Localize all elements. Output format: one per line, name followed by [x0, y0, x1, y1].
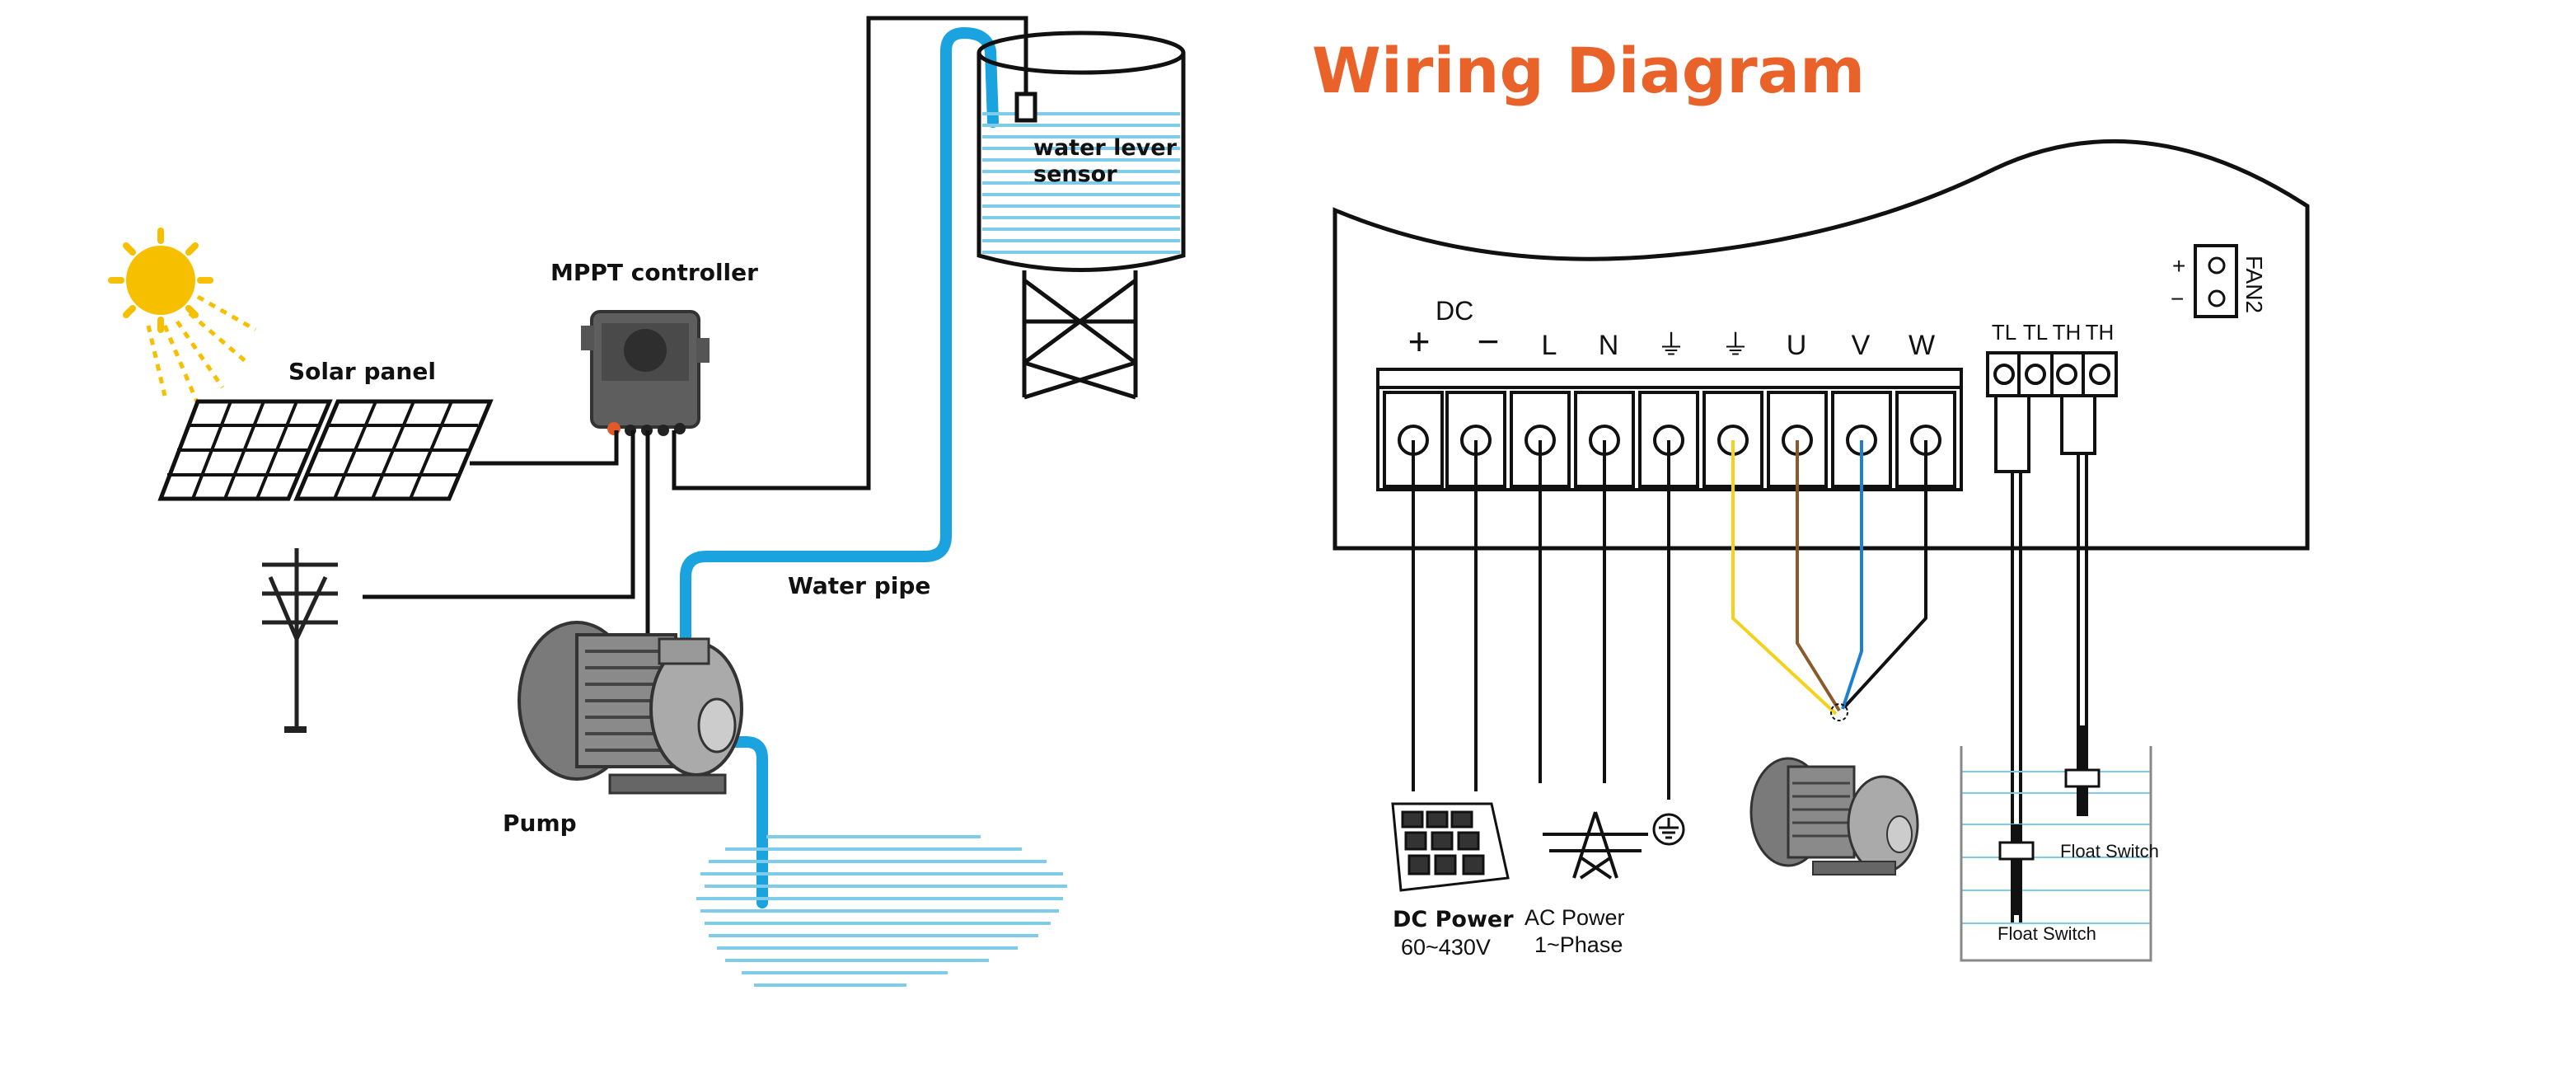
terminal-label-ground-1: ⏚ [1657, 330, 1685, 361]
terminal-label-dc-plus: + [1408, 320, 1431, 363]
water-pool-icon [696, 835, 1067, 987]
diagram-title: Wiring Diagram [1312, 34, 1865, 107]
terminal-wires [1412, 440, 1927, 800]
sensor-terminal-tl-2: TL [2023, 320, 2048, 345]
water-pipe-label: Water pipe [788, 572, 930, 599]
sensor-terminal-block [1986, 351, 2118, 397]
sensor-terminal-labels: TL TL TH TH [1992, 320, 2115, 345]
power-pole-icon [262, 548, 338, 733]
sensor-terminal-th-2: TH [2086, 320, 2115, 345]
pump-label: Pump [503, 810, 577, 837]
solar-panel-icon [157, 399, 494, 501]
ac-power-phase: 1~Phase [1534, 932, 1623, 957]
ac-power-label: AC Power [1525, 905, 1625, 930]
float-switch-lower-label: Float Switch [1998, 923, 2096, 944]
sensor-terminal-th-1: TH [2053, 320, 2082, 345]
sensor-terminal-tl-1: TL [1992, 320, 2016, 345]
dc-power-label: DC Power [1393, 907, 1514, 932]
fan2-connector [2194, 244, 2238, 318]
water-pipe [680, 26, 999, 908]
sensor-label-line1: water lever [1033, 135, 1178, 161]
controller-icon [581, 310, 710, 436]
fan2-plus-label: + [2172, 253, 2185, 279]
dc-power-range: 60~430V [1401, 935, 1491, 960]
water-tower-icon [977, 31, 1186, 400]
terminal-label-u: U [1787, 330, 1807, 361]
left-system-wiring [363, 16, 1028, 643]
wire-u-yellow [1731, 440, 1838, 716]
controller-label: MPPT controller [550, 259, 758, 286]
terminal-label-ground-2: ⏚ [1721, 330, 1749, 361]
terminal-label-v: V [1852, 330, 1871, 361]
dc-power-source-icon [1391, 802, 1510, 892]
solar-panel-label: Solar panel [288, 358, 436, 385]
sun-icon [108, 228, 257, 405]
wire-v-brown [1796, 440, 1841, 712]
terminal-labels: + − L N ⏚ ⏚ U V W [1408, 320, 1935, 363]
fan2-minus-label: − [2171, 286, 2184, 312]
ground-symbol-icon [1652, 813, 1685, 846]
wire-w-blue [1841, 440, 1863, 710]
terminal-label-l: L [1542, 330, 1557, 361]
fan2-label: FAN2 [2241, 256, 2267, 313]
terminal-label-dc-minus: − [1478, 320, 1500, 363]
terminal-label-n: N [1599, 330, 1619, 361]
pump-icon [518, 621, 743, 795]
sensor-label-line2: sensor [1033, 162, 1117, 187]
dc-group-label: DC [1436, 296, 1473, 326]
float-switch-upper-label: Float Switch [2060, 841, 2159, 861]
motor-pump-icon [1749, 703, 1919, 875]
ac-power-tower-icon [1543, 811, 1648, 880]
float-switch-tank [1960, 725, 2152, 962]
terminal-label-w: W [1909, 330, 1935, 361]
